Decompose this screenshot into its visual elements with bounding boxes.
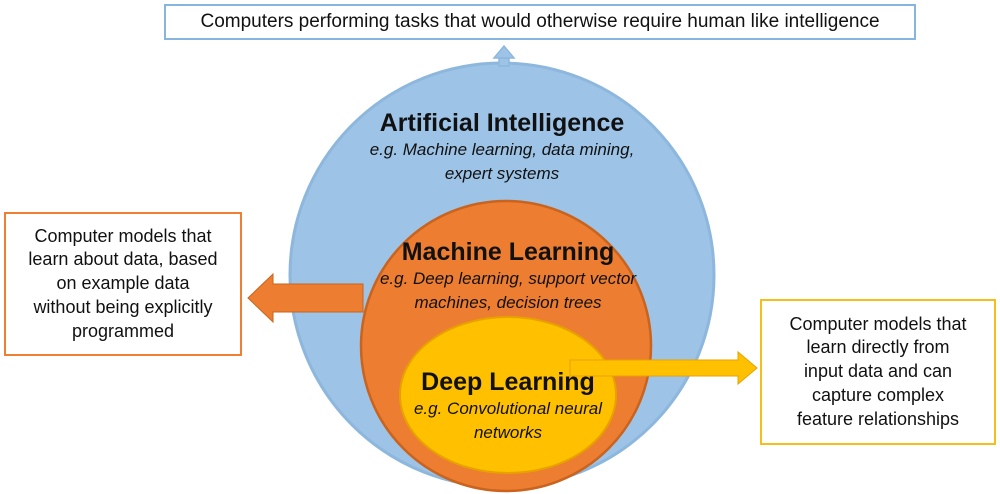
ml-description-box: Computer models that learn about data, b… <box>4 212 242 356</box>
ai-title: Artificial Intelligence <box>379 109 625 137</box>
dl-examples-line: e.g. Convolutional neural <box>413 399 603 418</box>
dl-label: Deep Learning e.g. Convolutional neural … <box>414 367 602 445</box>
dl-description-line: input data and can <box>803 361 953 382</box>
dl-description-box: Computer models that learn directly from… <box>760 299 996 445</box>
dl-description-line: Computer models that <box>789 313 967 334</box>
up-arrow <box>492 44 516 67</box>
ml-description-line: learn about data, based <box>28 249 218 270</box>
ai-examples-line: e.g. Machine learning, data mining, <box>369 140 635 159</box>
ml-description-line: Computer models that <box>34 225 212 246</box>
dl-examples-line: networks <box>473 423 543 442</box>
ml-title: Machine Learning <box>401 238 615 266</box>
top-description-box: Computers performing tasks that would ot… <box>164 4 916 40</box>
ai-label: Artificial Intelligence e.g. Machine lea… <box>370 108 635 186</box>
dl-ellipse <box>399 316 617 474</box>
ai-examples-line: expert systems <box>444 164 560 183</box>
ml-label: Machine Learning e.g. Deep learning, sup… <box>380 237 636 315</box>
left-arrow <box>247 272 364 324</box>
ml-description-line: without being explicitly <box>33 296 213 317</box>
right-arrow <box>569 350 758 386</box>
ml-description-line: on example data <box>56 273 190 294</box>
dl-description-line: feature relationships <box>796 408 960 429</box>
ml-examples-line: machines, decision trees <box>414 293 602 312</box>
ml-description-line: programmed <box>71 320 175 341</box>
ml-examples-line: e.g. Deep learning, support vector <box>379 269 637 288</box>
dl-description-line: capture complex <box>811 384 945 405</box>
dl-description-line: learn directly from <box>806 337 950 358</box>
top-description-text: Computers performing tasks that would ot… <box>200 11 880 33</box>
dl-title: Deep Learning <box>421 368 595 396</box>
